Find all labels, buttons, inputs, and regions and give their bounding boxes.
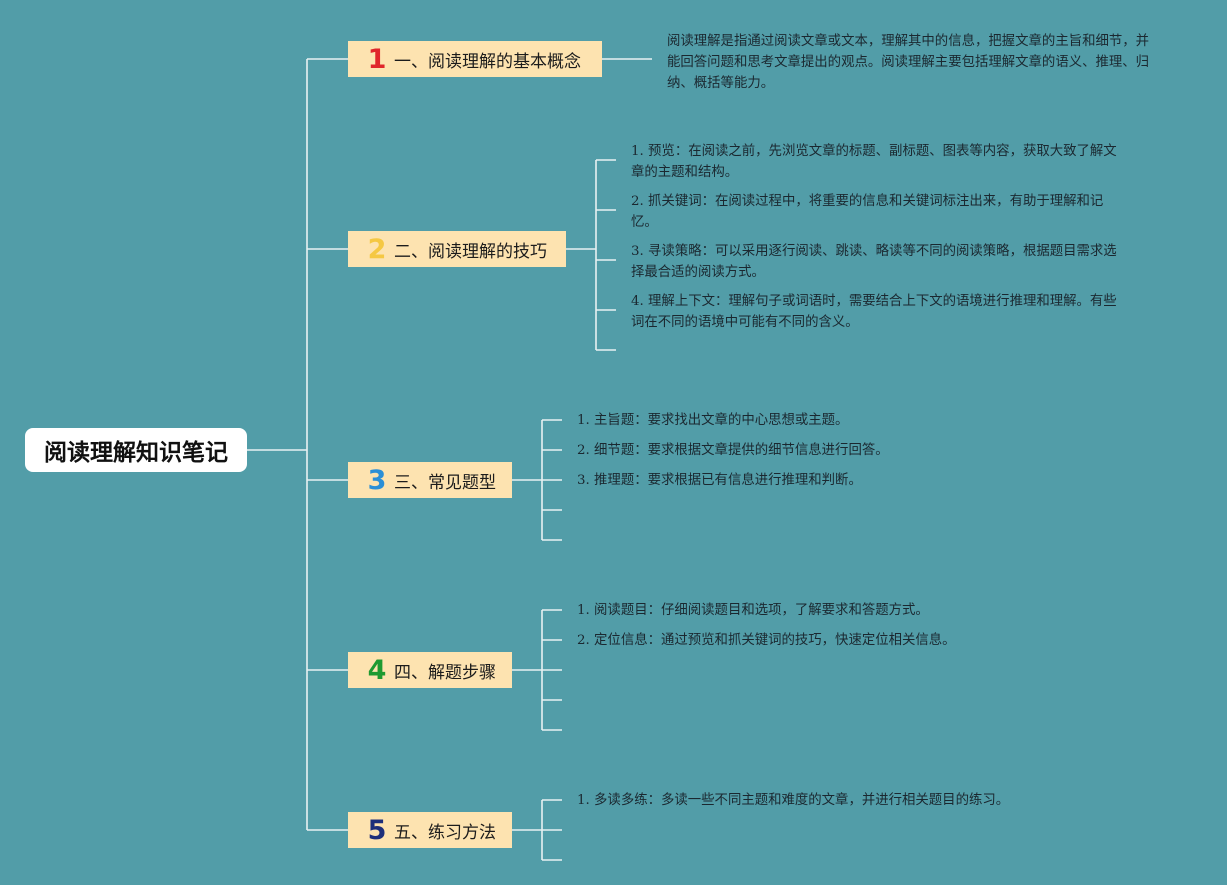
note-skill-strategy: 3. 寻读策略：可以采用逐行阅读、跳读、略读等不同的阅读策略，根据题目需求选择最… [631,241,1126,283]
topic-number-1: 1 [367,43,387,75]
topic-number-2: 2 [367,233,387,265]
topic-solving-steps[interactable]: 4 四、解题步骤 [348,652,512,688]
note-text: 2. 细节题：要求根据文章提供的细节信息进行回答。 [577,443,889,458]
topic-label: 五、练习方法 [394,822,496,843]
note-text: 3. 寻读策略：可以采用逐行阅读、跳读、略读等不同的阅读策略，根据题目需求选择最… [631,244,1117,280]
topic-practice-methods[interactable]: 5 五、练习方法 [348,812,512,848]
topic-number-4: 4 [367,654,387,686]
note-basic-concept: 阅读理解是指通过阅读文章或文本，理解其中的信息，把握文章的主旨和细节，并能回答问… [667,31,1157,94]
note-text: 3. 推理题：要求根据已有信息进行推理和判断。 [577,473,862,488]
note-step-locate-info: 2. 定位信息：通过预览和抓关键词的技巧，快速定位相关信息。 [577,630,1177,651]
note-type-inference: 3. 推理题：要求根据已有信息进行推理和判断。 [577,470,1177,491]
note-skill-context: 4. 理解上下文：理解句子或词语时，需要结合上下文的语境进行推理和理解。有些词在… [631,291,1126,333]
topic-question-types[interactable]: 3 三、常见题型 [348,462,512,498]
root-title: 阅读理解知识笔记 [44,440,228,466]
note-text: 2. 定位信息：通过预览和抓关键词的技巧，快速定位相关信息。 [577,633,956,648]
note-text: 阅读理解是指通过阅读文章或文本，理解其中的信息，把握文章的主旨和细节，并能回答问… [667,34,1150,91]
note-text: 2. 抓关键词：在阅读过程中，将重要的信息和关键词标注出来，有助于理解和记忆。 [631,194,1104,230]
topic-basic-concept[interactable]: 1 一、阅读理解的基本概念 [348,41,602,77]
note-skill-keywords: 2. 抓关键词：在阅读过程中，将重要的信息和关键词标注出来，有助于理解和记忆。 [631,191,1126,233]
note-text: 4. 理解上下文：理解句子或词语时，需要结合上下文的语境进行推理和理解。有些词在… [631,294,1117,330]
note-text: 1. 预览：在阅读之前，先浏览文章的标题、副标题、图表等内容，获取大致了解文章的… [631,144,1117,180]
note-text: 1. 多读多练：多读一些不同主题和难度的文章，并进行相关题目的练习。 [577,793,1010,808]
topic-number-3: 3 [367,464,387,496]
topic-label: 二、阅读理解的技巧 [394,241,547,262]
note-step-read-question: 1. 阅读题目：仔细阅读题目和选项，了解要求和答题方式。 [577,600,1177,621]
root-node[interactable]: 阅读理解知识笔记 [25,428,247,472]
note-text: 1. 阅读题目：仔细阅读题目和选项，了解要求和答题方式。 [577,603,929,618]
note-type-detail: 2. 细节题：要求根据文章提供的细节信息进行回答。 [577,440,1177,461]
note-type-main-idea: 1. 主旨题：要求找出文章的中心思想或主题。 [577,410,1177,431]
topic-label: 四、解题步骤 [394,662,496,683]
note-skill-preview: 1. 预览：在阅读之前，先浏览文章的标题、副标题、图表等内容，获取大致了解文章的… [631,141,1126,183]
topic-reading-skills[interactable]: 2 二、阅读理解的技巧 [348,231,566,267]
topic-label: 三、常见题型 [394,472,496,493]
topic-number-5: 5 [367,814,387,846]
topic-label: 一、阅读理解的基本概念 [394,51,581,72]
note-text: 1. 主旨题：要求找出文章的中心思想或主题。 [577,413,849,428]
note-practice-read-more: 1. 多读多练：多读一些不同主题和难度的文章，并进行相关题目的练习。 [577,790,1177,811]
